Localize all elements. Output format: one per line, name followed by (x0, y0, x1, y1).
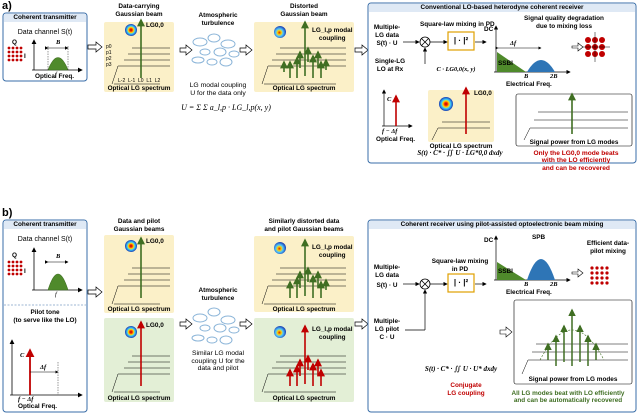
panel-a-ssbi: SSBI (498, 60, 513, 67)
lg-mode-arrows-a (280, 20, 330, 78)
panel-a-q-label: Q (12, 39, 17, 46)
panel-a-u-equation: U = Σ Σ a_l,p · LG_l,p(x, y) (181, 103, 271, 112)
panel-b-delta-f: Δf (40, 364, 47, 371)
panel-a-two-b: 2B (550, 73, 558, 80)
panel-a-abs-sq: | · |² (453, 36, 469, 45)
panel-b-optical-lg-spectrum-3: Optical LG spectrum (272, 395, 336, 402)
panel-a-optical-lg-spectrum: Optical LG spectrum (107, 85, 171, 92)
panel-a-c-lg: C · LG0,0(x, y) (436, 66, 476, 73)
panel-a-note: Only the LG0,0 mode beats with the LO ef… (533, 150, 619, 172)
panel-a-i-label: I (24, 53, 26, 60)
panel-b-i-label: I (24, 268, 26, 275)
panel-a-lg00: LG0,0 (146, 22, 164, 29)
panel-a-electrical-freq: Electrical Freq. (506, 81, 552, 88)
panel-b-f-minus-df: f − Δf (18, 396, 34, 403)
panel-a-slb: SLB (534, 54, 547, 61)
panel-b-receiver-title: Coherent receiver using pilot-assisted o… (400, 221, 604, 228)
panel-b-spb: SPB (532, 234, 546, 241)
panel-b-b-axis: B (524, 281, 529, 288)
panel-b-optical-lg-spectrum: Optical LG spectrum (107, 306, 171, 313)
panel-a-turbulence-title: Atmospheric turbulence (198, 12, 238, 27)
panel-a-lglp-modal: LG_l,p modal coupling (312, 27, 353, 42)
panel-b-dc: DC (484, 237, 494, 244)
panel-a-square-law: Square-law mixing in PD (420, 21, 495, 28)
panel-a-lo-spectrum-label: Optical LG spectrum (429, 143, 493, 150)
panel-b-q-label: Q (12, 252, 17, 259)
panel-a-f-label: f (55, 71, 57, 78)
panel-b-overlap-eq: S(t) · C* · ∬ U · U* dxdy (424, 365, 498, 373)
panel-a-f-minus-df: f − Δf (382, 128, 398, 135)
panel-b-c-times-u: C · U (379, 334, 395, 341)
panel-a-signal-quality: Signal quality degradation due to mixing… (524, 15, 604, 30)
panel-b-optical-freq: Optical Freq. (18, 403, 58, 410)
panel-b-square-law: Square-law mixing in PD (431, 258, 489, 273)
panel-a-distorted-title: Distorted Gaussian beam (280, 3, 328, 18)
panel-a-optical-freq: Optical Freq. (35, 73, 75, 80)
panel-b-lglp-modal: LG_l,p modal coupling (312, 244, 353, 259)
panel-a-multiple-lg-data: Multiple- LG data (373, 24, 401, 39)
panel-a-dc: DC (484, 26, 494, 33)
panel-a-optical-freq2: Optical Freq. (376, 136, 416, 143)
panel-b-lglp-modal-pilot: LG_l,p modal coupling (312, 326, 353, 341)
panel-a-lg-modal-coupling: LG modal coupling U for the data only (189, 82, 247, 97)
panel-b-signal-power-lg: Signal power from LG modes (528, 376, 618, 383)
distorted-beam-profile-a (274, 26, 286, 38)
panel-b-similar-coupling: Similar LG modal coupling U for the data… (191, 350, 245, 373)
panel-a-s-times-u: S(t) · U (376, 40, 398, 47)
panel-a-b-axis: B (524, 73, 529, 80)
panel-b-lg00: LG0,0 (146, 238, 164, 245)
qam-constellation-a (7, 46, 23, 62)
panel-b-pilot-tone: Pilot tone (to serve like the LO) (13, 309, 77, 324)
panel-a-optical-lg-spectrum-2: Optical LG spectrum (272, 85, 336, 92)
panel-a-tx-title: Coherent transmitter (13, 14, 77, 21)
panel-a-overlap-eq: S(t) · C* · ∬ U · LG*0,0 dxdy (417, 149, 503, 157)
panel-a-receiver-title: Conventional LO-based heterodyne coheren… (420, 4, 584, 11)
panel-a-label: a) (2, 0, 12, 12)
panel-b-multiple-lg-pilot: Multiple- LG pilot (373, 318, 401, 333)
panel-b-data-pilot-title: Data and pilot Gaussian beams (113, 218, 165, 233)
panel-b-s-times-u: S(t) · U (376, 282, 398, 289)
panel-b-note: All LG modes beat with LO efficiently an… (511, 390, 625, 405)
panel-a-data-channel: Data channel S(t) (17, 29, 73, 36)
panel-b-b-label: B (56, 253, 61, 260)
panel-b-ssbi: SSBI (498, 268, 513, 275)
panel-a-b-label: B (56, 39, 61, 46)
panel-a-signal-power-lg: Signal power from LG modes (529, 139, 619, 146)
panel-b-optical-lg-spectrum-pilot: Optical LG spectrum (107, 395, 171, 402)
panel-b-efficient: Efficient data- pilot mixing (586, 240, 630, 255)
panel-b-similarly-title: Similarly distorted data and pilot Gauss… (264, 218, 344, 233)
panel-a-c-label: C (387, 96, 392, 103)
panel-b-conjugate: Conjugate LG coupling (447, 382, 485, 397)
recovered-constellation-b (590, 266, 609, 285)
panel-b-tx-title: Coherent transmitter (13, 221, 77, 228)
panel-b-data-channel: Data channel S(t) (17, 236, 73, 243)
turbulence-cloud-b (191, 307, 240, 345)
panel-b-f-label: f (55, 291, 57, 298)
panel-b-abs-sq: | · |² (453, 278, 469, 287)
panel-b-turbulence-title: Atmospheric turbulence (198, 287, 238, 302)
panel-a-delta-f: Δf (510, 40, 517, 47)
panel-b-two-b: 2B (550, 281, 558, 288)
panel-b-optical-lg-spectrum-2: Optical LG spectrum (272, 306, 336, 313)
panel-b-c-label: C (20, 352, 25, 359)
panel-a-single-lg: Single-LG LO at Rx (374, 58, 406, 73)
turbulence-cloud-a (191, 33, 240, 67)
qam-constellation-b (7, 260, 23, 276)
panel-a-lg00-lo: LG0,0 (474, 90, 492, 97)
panel-b-multiple-lg-data: Multiple- LG data (373, 264, 401, 279)
panel-b-electrical-freq: Electrical Freq. (506, 289, 552, 296)
panel-a-l-labels: L-2 L-1 L0 L1 L2 (118, 78, 161, 84)
panel-b-lg00-pilot: LG0,0 (146, 322, 164, 329)
gaussian-beam-profile-a (125, 24, 137, 36)
panel-a-gaussian-title: Data-carrying Gaussian beam (115, 3, 163, 18)
panel-b-label: b) (2, 207, 13, 219)
